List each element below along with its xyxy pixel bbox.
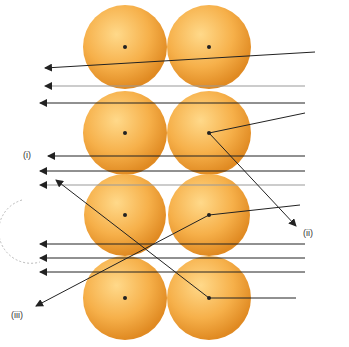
path-label: (ii) bbox=[302, 228, 314, 239]
path-label: (iii) bbox=[10, 310, 24, 321]
dashed-arc bbox=[0, 200, 40, 263]
path-label: (i) bbox=[22, 150, 32, 161]
atom-spheres bbox=[83, 5, 251, 340]
particle-paths bbox=[36, 52, 315, 306]
